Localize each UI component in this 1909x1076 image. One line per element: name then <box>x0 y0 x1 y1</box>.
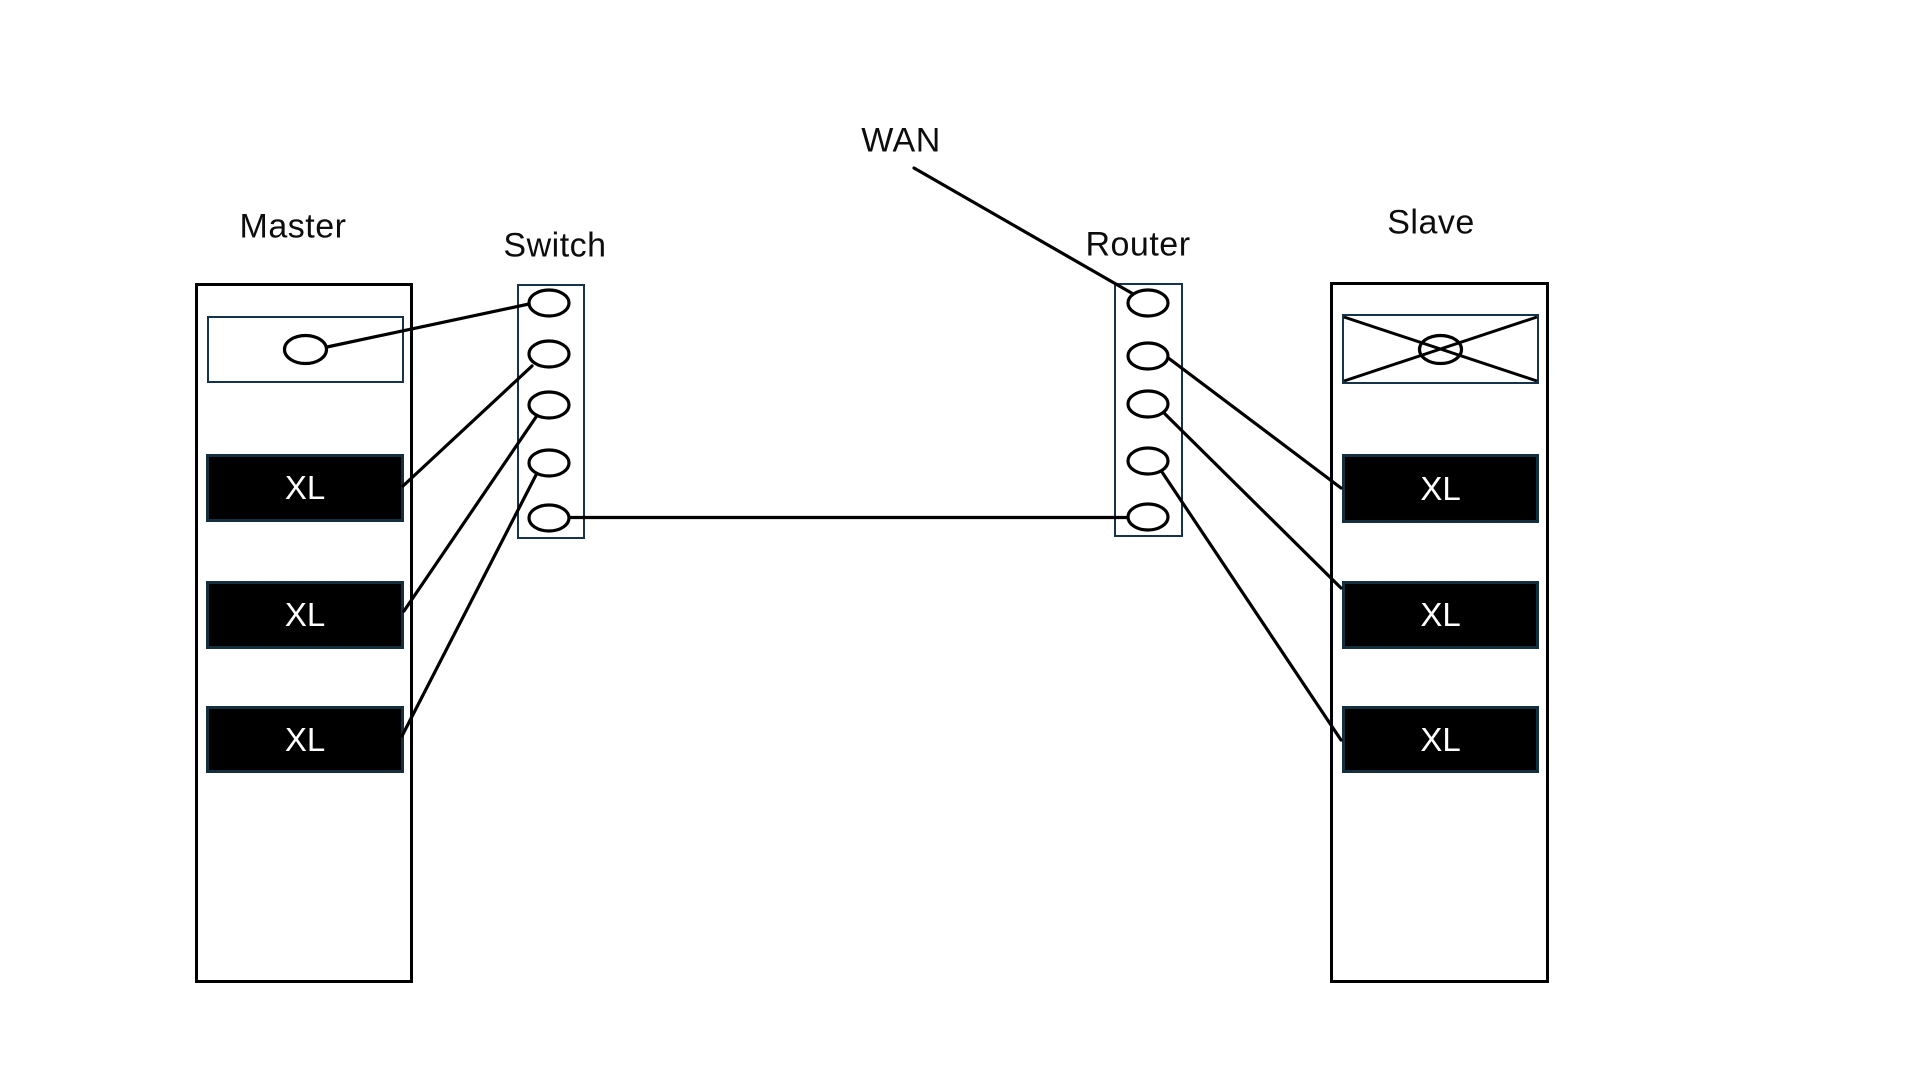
master-bay-1: XL <box>206 454 404 522</box>
cable-master-bay3-to-switch-port4 <box>400 473 538 738</box>
slave-bay-3: XL <box>1342 706 1539 773</box>
router-chassis <box>1114 283 1183 537</box>
switch-label: Switch <box>503 226 607 265</box>
slave-label: Slave <box>1387 203 1475 242</box>
switch-chassis <box>517 284 585 539</box>
slave-bay-2: XL <box>1342 581 1539 649</box>
slave-bay-1: XL <box>1342 454 1539 523</box>
cable-router-port3-to-slave-bay2 <box>1161 410 1343 590</box>
wan-label: WAN <box>861 121 941 160</box>
master-bay-2: XL <box>206 581 404 649</box>
master-label: Master <box>239 207 347 246</box>
master-drive-module <box>207 316 404 383</box>
slave-crossed-module <box>1342 314 1539 384</box>
master-bay-3: XL <box>206 706 404 773</box>
cable-router-port4-to-slave-bay3 <box>1156 464 1343 742</box>
cable-master-bay1-to-switch-port2 <box>401 364 534 488</box>
router-label: Router <box>1085 225 1191 264</box>
cable-router-port2-to-slave-bay1 <box>1165 355 1343 490</box>
